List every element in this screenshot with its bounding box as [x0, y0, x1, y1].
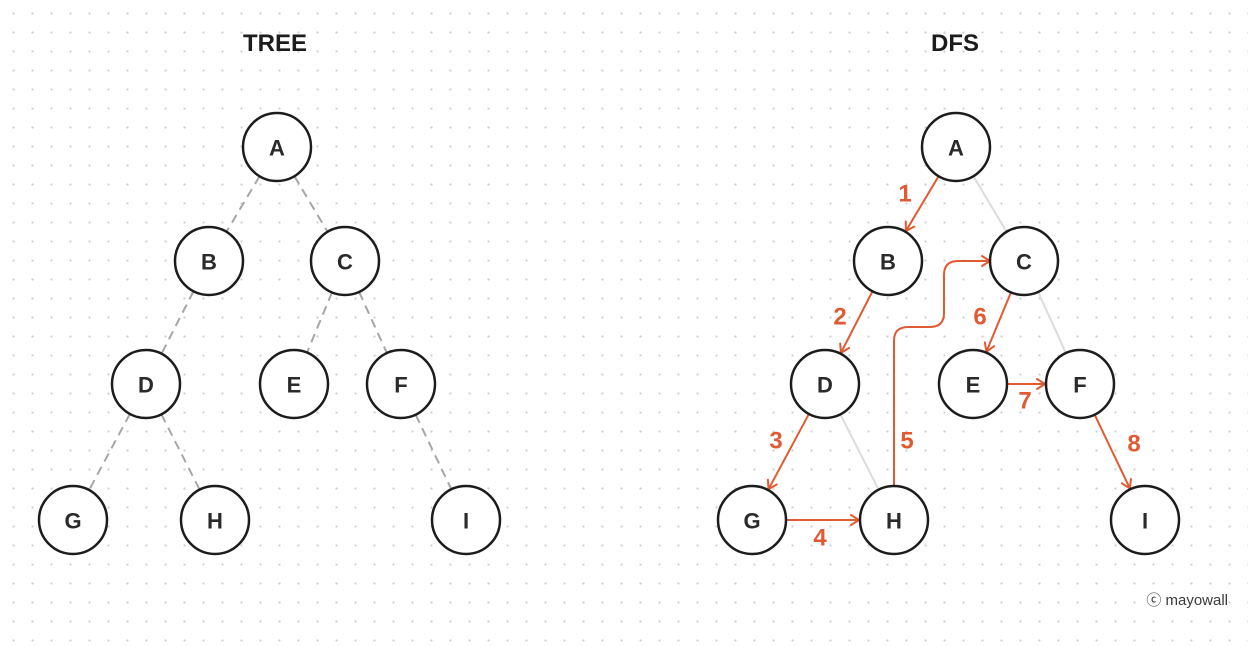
tree-title: TREE	[242, 30, 307, 57]
tree-edge-BD	[160, 290, 195, 355]
dfs-arrow-step-6	[983, 292, 1012, 353]
dfs-step-label-3: 3	[769, 428, 782, 455]
dfs-step-label-7: 7	[1018, 388, 1031, 415]
dfs-node-c	[988, 225, 1060, 297]
tree-node-c	[309, 225, 381, 297]
credit-label: ⓒ mayowall	[1146, 592, 1228, 609]
dfs-step-label-4: 4	[813, 525, 827, 552]
dfs-node-b	[852, 225, 924, 297]
dfs-node-label-g: G	[743, 509, 760, 534]
dfs-node-label-i: I	[1142, 509, 1148, 534]
dfs-arrow-step-8	[1093, 414, 1132, 490]
dfs-arrow-step-3	[766, 413, 810, 491]
tree-node-h	[179, 484, 251, 556]
tree-node-g	[37, 484, 109, 556]
tree-node-label-a: A	[269, 136, 285, 161]
dfs-node-label-f: F	[1073, 373, 1086, 398]
dfs-title: DFS	[931, 30, 979, 57]
tree-node-b	[173, 225, 245, 297]
dfs-faint-edge-AC	[972, 175, 1008, 233]
dfs-step-label-8: 8	[1127, 431, 1140, 458]
tree-node-label-f: F	[394, 373, 407, 398]
tree-node-label-g: G	[64, 509, 81, 534]
dfs-arrow-step-1	[904, 175, 940, 232]
dfs-node-label-d: D	[817, 373, 833, 398]
dfs-node-label-h: H	[886, 509, 902, 534]
tree-node-a	[241, 111, 313, 183]
tree-edge-CE	[306, 292, 333, 353]
tree-edge-AB	[225, 175, 261, 233]
tree-edge-CF	[358, 291, 388, 354]
tree-node-d	[110, 348, 182, 420]
tree-node-i	[430, 484, 502, 556]
dfs-node-h	[858, 484, 930, 556]
tree-node-label-b: B	[201, 250, 217, 275]
dfs-node-d	[789, 348, 861, 420]
tree-node-label-i: I	[463, 509, 469, 534]
dfs-arrow-step-2	[839, 290, 874, 354]
tree-edge-DG	[88, 413, 131, 491]
tree-node-label-h: H	[207, 509, 223, 534]
dfs-node-f	[1044, 348, 1116, 420]
dfs-step-label-6: 6	[973, 304, 986, 331]
dfs-faint-edge-CF	[1037, 291, 1067, 354]
dfs-node-label-c: C	[1016, 250, 1032, 275]
tree-node-f	[365, 348, 437, 420]
tree-node-label-e: E	[287, 373, 302, 398]
dfs-node-e	[937, 348, 1009, 420]
dfs-node-a	[920, 111, 992, 183]
tree-node-label-d: D	[138, 373, 154, 398]
dfs-arrow-step-5	[893, 255, 991, 486]
tree-node-label-c: C	[337, 250, 353, 275]
dfs-node-label-a: A	[948, 136, 964, 161]
tree-edge-FI	[414, 414, 453, 490]
dfs-node-label-b: B	[880, 250, 896, 275]
dfs-faint-edge-DH	[839, 413, 880, 491]
dfs-step-label-1: 1	[898, 181, 911, 208]
dfs-node-g	[716, 484, 788, 556]
dfs-step-label-5: 5	[900, 428, 913, 455]
dfs-node-label-e: E	[966, 373, 981, 398]
tree-edge-DH	[160, 413, 201, 491]
dfs-node-i	[1109, 484, 1181, 556]
tree-node-e	[258, 348, 330, 420]
tree-edge-AC	[293, 175, 329, 233]
dfs-step-label-2: 2	[833, 304, 846, 331]
